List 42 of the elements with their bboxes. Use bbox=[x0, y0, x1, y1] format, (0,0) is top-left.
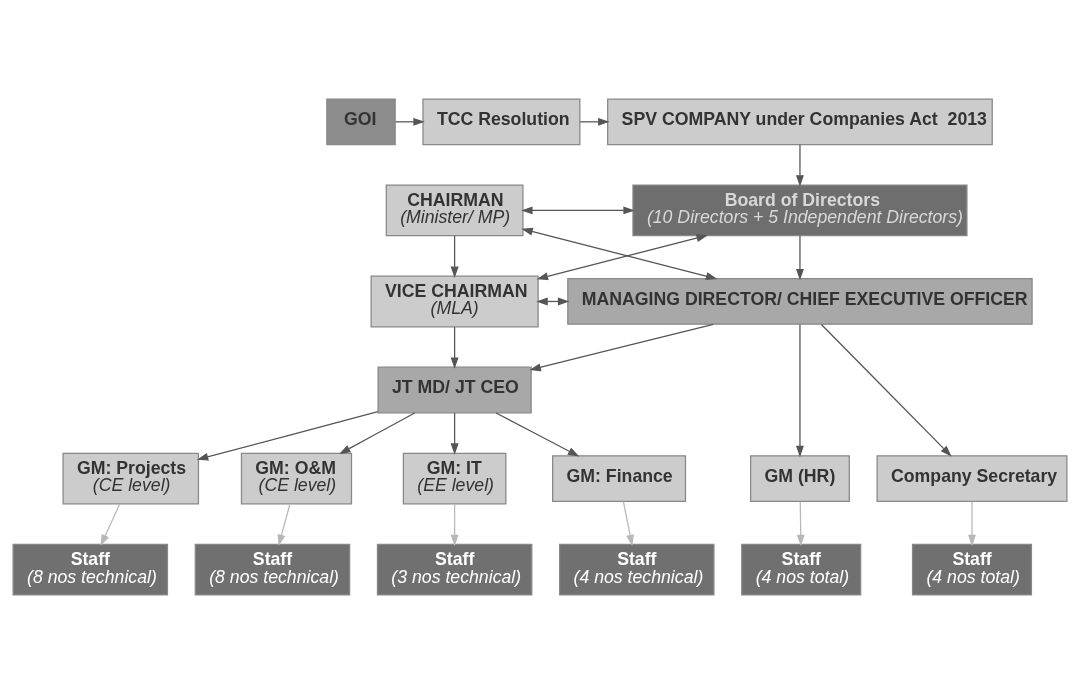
node-box: Staff (4 nos technical) bbox=[559, 543, 715, 596]
arrow bbox=[795, 323, 804, 457]
node-box: Staff (4 nos total) bbox=[911, 543, 1033, 596]
node-box: JT MD/ JT CEO bbox=[377, 366, 532, 413]
arrow bbox=[277, 502, 291, 546]
node-box: Board of Directors (10 Directors + 5 Independent Directors) bbox=[632, 183, 968, 236]
arrow bbox=[394, 117, 425, 126]
arrow bbox=[100, 502, 121, 546]
node-box: GM: Finance bbox=[552, 454, 687, 502]
arrow bbox=[795, 143, 804, 187]
arrow bbox=[579, 117, 610, 126]
node-box: CHAIRMAN (Minister/ MP) bbox=[385, 183, 524, 236]
arrow bbox=[622, 500, 634, 546]
arrow bbox=[820, 323, 952, 457]
arrow bbox=[450, 234, 459, 278]
arrow bbox=[521, 227, 718, 280]
node-box: Staff (4 nos total) bbox=[741, 543, 862, 596]
arrow bbox=[521, 205, 635, 214]
arrow bbox=[495, 411, 580, 456]
node-box: Staff (8 nos technical) bbox=[194, 543, 351, 596]
node-box: Staff (8 nos technical) bbox=[12, 543, 169, 596]
arrow bbox=[795, 234, 804, 280]
arrow bbox=[529, 323, 714, 371]
arrow bbox=[450, 502, 459, 546]
arrow bbox=[450, 326, 459, 369]
node-box: Staff (3 nos technical) bbox=[376, 543, 533, 596]
node-box: GM: O&M (CE level) bbox=[240, 452, 353, 504]
node-box: TCC Resolution bbox=[422, 97, 581, 145]
node-box: VICE CHAIRMAN (MLA) bbox=[370, 275, 539, 327]
arrow bbox=[450, 411, 459, 455]
arrow bbox=[968, 500, 976, 546]
arrow bbox=[196, 410, 379, 461]
node-box: GM (HR) bbox=[750, 454, 850, 502]
node-box: GM: IT (EE level) bbox=[402, 452, 507, 504]
node-box: SPV COMPANY under Companies Act 2013 bbox=[607, 97, 993, 145]
arrow bbox=[536, 233, 708, 280]
node-box: Company Secretary bbox=[876, 454, 1068, 502]
node-box: GM: Projects (CE level) bbox=[62, 452, 200, 504]
node-box: GOI bbox=[326, 97, 396, 145]
arrow bbox=[796, 500, 805, 546]
arrow bbox=[339, 411, 416, 454]
node-box: MANAGING DIRECTOR/ CHIEF EXECUTIVE OFFICER bbox=[567, 277, 1033, 325]
